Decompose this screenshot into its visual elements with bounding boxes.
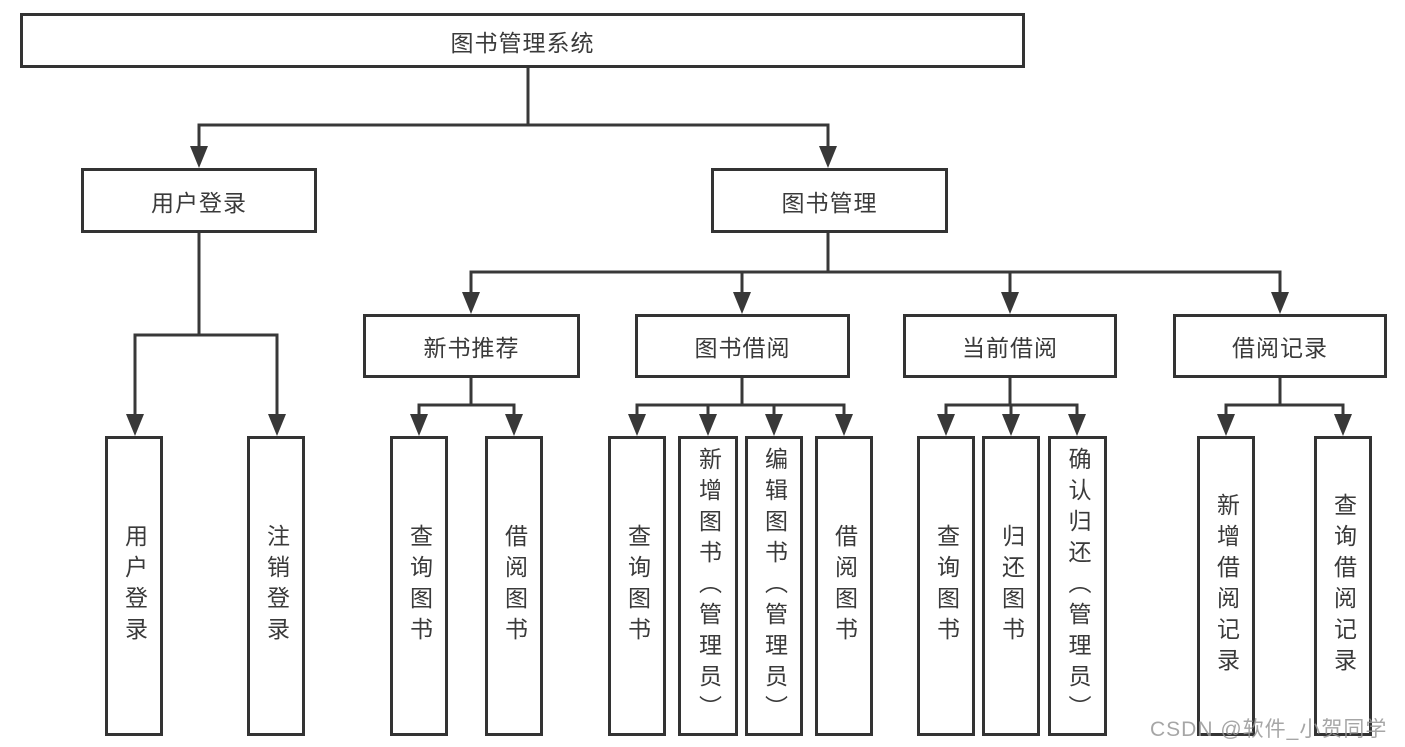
node-borrow-records: 借阅记录 (1173, 314, 1387, 378)
new-book-recommend-connector (410, 376, 523, 436)
node-label: 查询图书 (624, 524, 651, 648)
leaf-logout: 注销登录 (247, 436, 305, 736)
node-label: 确认归还（管理员） (1065, 446, 1091, 726)
leaf-add-book-admin: 新增图书（管理员） (678, 436, 738, 736)
borrow-records-connector (1217, 376, 1352, 436)
leaf-query-books-recommend: 查询图书 (390, 436, 448, 736)
book-management-connector (462, 231, 1289, 314)
leaf-add-borrow-record: 新增借阅记录 (1197, 436, 1255, 736)
node-book-management: 图书管理 (711, 168, 948, 233)
csdn-watermark: CSDN @软件_小贺同学 (1150, 718, 1388, 741)
node-label: 新增借阅记录 (1213, 493, 1240, 679)
node-label: 图书管理系统 (450, 29, 595, 56)
user-login-connector (126, 231, 286, 436)
node-user-login: 用户登录 (81, 168, 317, 233)
node-label: 归还图书 (998, 524, 1025, 648)
node-label: 注销登录 (263, 524, 290, 648)
node-label: 图书管理 (781, 189, 878, 216)
node-label: 新增图书（管理员） (695, 446, 722, 726)
leaf-query-books-current: 查询图书 (917, 436, 975, 736)
node-label: 借阅图书 (831, 524, 858, 648)
leaf-borrow-books-recommend: 借阅图书 (485, 436, 543, 736)
leaf-borrow-books: 借阅图书 (815, 436, 873, 736)
node-label: 编辑图书（管理员） (761, 446, 788, 726)
node-label: 借阅记录 (1232, 335, 1328, 361)
node-label: 借阅图书 (501, 524, 528, 648)
node-book-borrow: 图书借阅 (635, 314, 850, 378)
node-label: 用户登录 (151, 189, 247, 216)
node-label: 当前借阅 (962, 335, 1058, 361)
book-borrow-connector (628, 376, 853, 436)
node-label: 用户登录 (121, 524, 148, 648)
node-label: 图书借阅 (694, 335, 791, 361)
leaf-edit-book-admin: 编辑图书（管理员） (745, 436, 803, 736)
node-library-system: 图书管理系统 (20, 13, 1025, 68)
node-new-book-recommend: 新书推荐 (363, 314, 580, 378)
root-connector (190, 66, 837, 168)
leaf-query-borrow-record: 查询借阅记录 (1314, 436, 1372, 736)
leaf-query-books-borrow: 查询图书 (608, 436, 666, 736)
node-current-borrow: 当前借阅 (903, 314, 1117, 378)
leaf-confirm-return-admin: 确认归还（管理员） (1048, 436, 1107, 736)
current-borrow-connector (937, 376, 1086, 436)
node-label: 查询图书 (933, 524, 960, 648)
node-label: 查询图书 (406, 524, 433, 648)
node-label: 新书推荐 (423, 335, 520, 361)
node-label: 查询借阅记录 (1330, 493, 1357, 679)
leaf-user-login: 用户登录 (105, 436, 163, 736)
leaf-return-book: 归还图书 (982, 436, 1040, 736)
